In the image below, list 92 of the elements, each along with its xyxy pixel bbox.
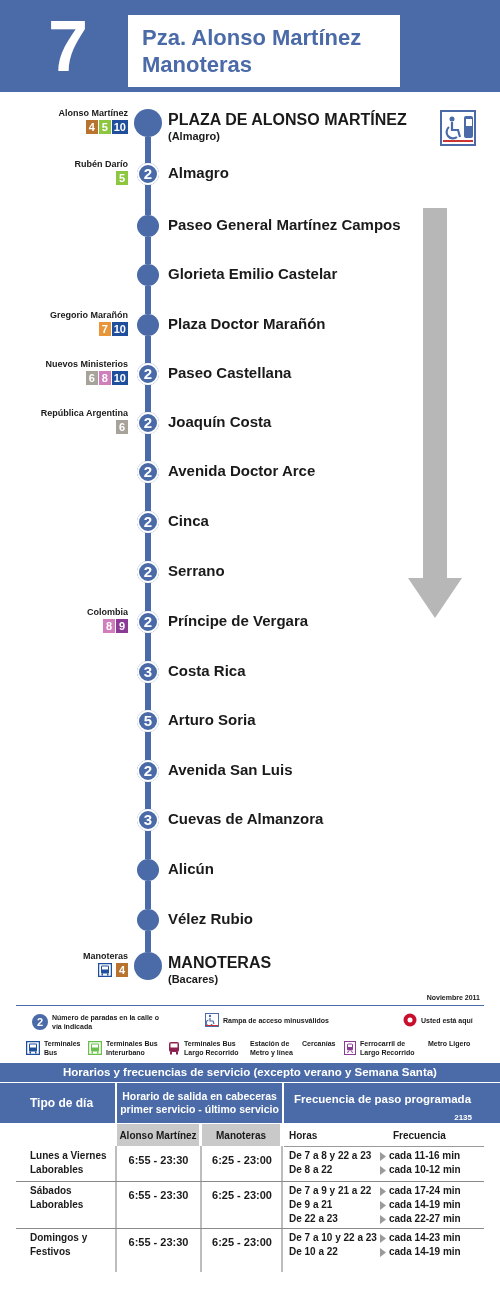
stop-name: Vélez Rubio [168,909,253,929]
hour-range: De 9 a 21 [289,1198,333,1212]
route-line [145,385,151,412]
route-number: 7 [48,6,89,86]
station-name: República Argentina [40,408,128,419]
frequency-value: cada 10-12 min [389,1163,461,1177]
stop-name: Plaza Doctor Marañón [168,314,326,334]
route-line [145,831,151,859]
route-line [145,237,151,264]
station-name: Colombia [87,607,128,618]
stop-count-icon: 2 [32,1014,48,1030]
stop-name: Arturo Soria [168,710,256,730]
table-title: Horarios y frecuencias de servicio (excepto verano y Semana Santa) [63,1064,437,1080]
day-type: Domingos y Festivos [30,1231,89,1259]
line-number-badge: 4 [85,120,98,134]
time-range: 6:25 - 23:00 [211,1188,273,1203]
stop-name: Cinca [168,511,209,531]
column-header: Frecuencia [393,1129,446,1143]
day-type: Lunes a Viernes Laborables [30,1149,108,1177]
route-line [145,683,151,710]
route-title: Pza. Alonso Martínez Manoteras [142,24,363,78]
time-range: 6:55 - 23:30 [127,1153,190,1168]
hour-range: De 10 a 22 [289,1245,338,1259]
hour-range: De 7 a 10 y 22 a 23 [289,1231,377,1245]
stop-name: PLAZA DE ALONSO MARTÍNEZ [168,110,407,130]
route-line [145,483,151,511]
stop-name: Alicún [168,859,214,879]
line-number-badge: 4 [116,963,128,977]
route-line [145,583,151,611]
line-number-badge: 5 [98,120,111,134]
time-range: 6:55 - 23:30 [127,1188,190,1203]
frequency-value: cada 17-24 min [389,1184,461,1198]
route-line [145,633,151,661]
stop-name: Avenida San Luis [168,760,293,780]
station-name: Nuevos Ministerios [45,359,128,370]
stop-name: Avenida Doctor Arce [168,461,316,481]
route-line [145,336,151,363]
line-number-badge: 6 [116,420,128,434]
stop-subtitle: (Almagro) [168,130,221,143]
route-line [145,782,151,809]
time-range: 6:25 - 23:00 [211,1235,273,1250]
stop-name: Costa Rica [168,661,246,681]
stop-name: MANOTERAS [168,953,272,973]
line-number-badge: 7 [98,322,111,336]
stop-subtitle: (Bacares) [168,973,220,986]
hour-range: De 7 a 8 y 22 a 23 [289,1149,372,1163]
column-header: Horas [289,1129,318,1143]
line-number-badge: 9 [116,619,128,633]
line-number-badge: 10 [111,120,128,134]
route-line [145,434,151,461]
station-name: Alonso Martínez [58,108,128,119]
route-line [145,732,151,760]
route-line [145,533,151,561]
stop-name: Glorieta Emilio Castelar [168,264,338,284]
route-line [145,881,151,909]
table-code: 2135 [454,1113,472,1122]
hour-range: De 8 a 22 [289,1163,333,1177]
station-name: Gregorio Marañón [50,310,128,321]
stop-name: Príncipe de Vergara [168,611,309,631]
frequency-value: cada 14-19 min [389,1245,461,1259]
frequency-value: cada 11-16 min [389,1149,461,1163]
stop-name: Almagro [168,163,229,183]
column-header: Tipo de día [0,1083,115,1123]
day-type: Sábados Laborables [30,1184,85,1212]
frequency-value: cada 14-23 min [389,1231,461,1245]
time-range: 6:25 - 23:00 [211,1153,273,1168]
line-number-badge: 10 [111,371,128,385]
frequency-value: cada 14-19 min [389,1198,461,1212]
stop-name: Serrano [168,561,225,581]
frequency-value: cada 22-27 min [389,1212,461,1226]
line-number-badge: 5 [116,171,128,185]
column-header: Alonso Martínez [117,1124,199,1146]
column-header: Horario de salida en cabeceras primer servicio - último servicio [117,1083,282,1123]
route-line [145,286,151,314]
stop-name: Paseo Castellana [168,363,292,383]
stop-name: Joaquín Costa [168,412,272,432]
station-name: Manoteras [83,951,128,962]
line-number-badge: 8 [103,619,115,633]
line-number-badge: 8 [98,371,111,385]
line-number-badge: 6 [85,371,98,385]
route-line [145,137,151,163]
line-number-badge: 10 [111,322,128,336]
hour-range: De 7 a 9 y 21 a 22 [289,1184,372,1198]
hour-range: De 22 a 23 [289,1212,338,1226]
column-header: Manoteras [202,1124,280,1146]
time-range: 6:55 - 23:30 [127,1235,190,1250]
column-header: Frecuencia de paso programada [294,1092,472,1107]
route-line [145,185,151,215]
station-name: Rubén Darío [74,159,128,170]
route-line [145,931,151,952]
stop-name: Paseo General Martínez Campos [168,215,401,235]
stop-name: Cuevas de Almanzora [168,809,324,829]
